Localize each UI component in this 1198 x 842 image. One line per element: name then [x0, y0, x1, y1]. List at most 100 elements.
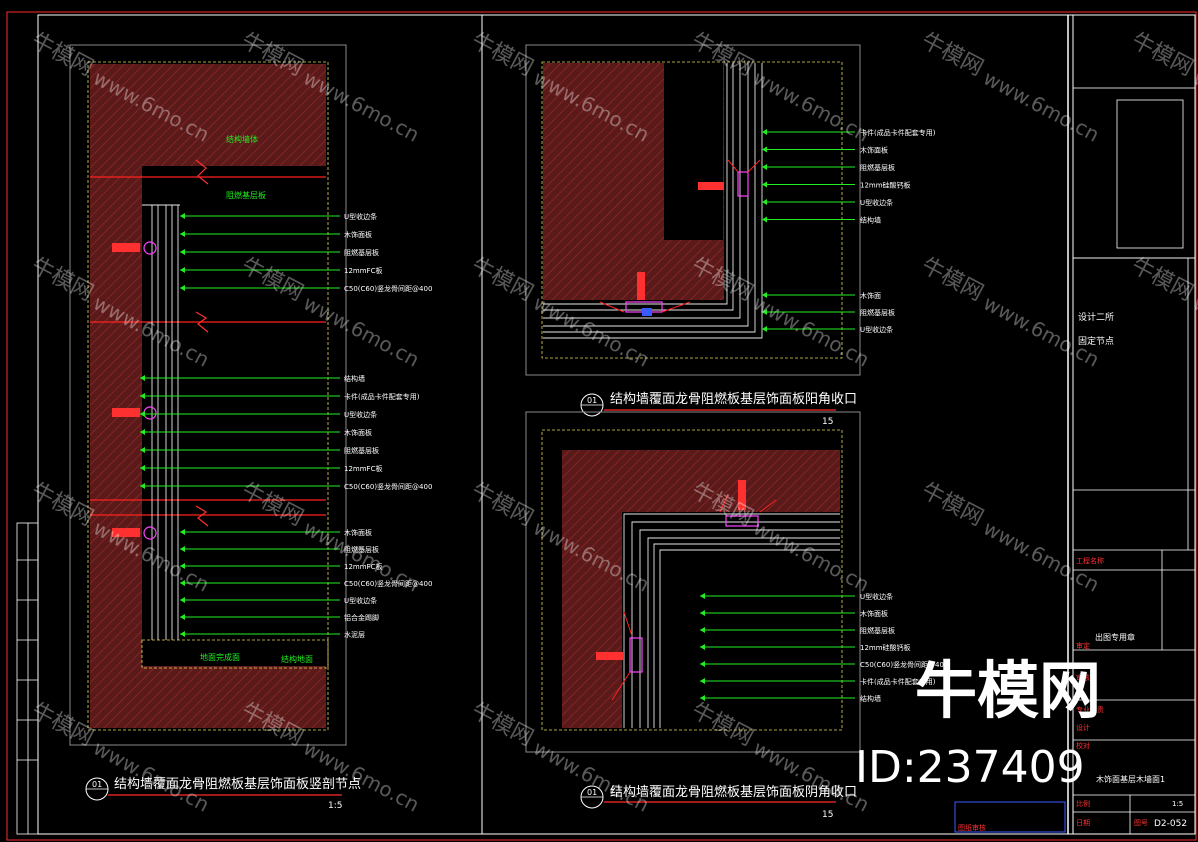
left-g3-leader-arrow: [180, 546, 185, 552]
title-block: [1072, 87, 1196, 834]
left-cut-lines: [90, 176, 326, 516]
br-leader-arrow: [700, 644, 705, 650]
left-detail-title-text: 结构墙覆面龙骨阻燃板基层饰面板竖剖节点: [114, 776, 361, 792]
drawing-type: 固定节点: [1078, 335, 1114, 347]
left-g2-leader-label: 卡件(成品卡件配套专用): [344, 392, 420, 401]
tr-red-ticks: [599, 159, 761, 313]
tr-title: 01 结构墙覆面龙骨阻燃板基层饰面板阳角收口 15: [580, 391, 857, 427]
watermark-logo: 牛模网 ID:237409: [855, 654, 1101, 793]
left-g3-leader-arrow: [180, 597, 185, 603]
left-g3-leader-label: U型收边条: [344, 596, 377, 605]
sheet-border: [6, 11, 1197, 841]
watermark-url: www.6mo.cn: [749, 291, 873, 372]
tr-detail-scale: 15: [822, 417, 833, 427]
left-g2-leader-label: C50(C60)竖龙骨间距@400: [344, 482, 432, 491]
tr-layers: [543, 63, 763, 339]
br-leader-arrow: [700, 593, 705, 599]
left-g1-leader-arrow: [180, 285, 185, 291]
left-g3-leader-label: 铝合金踢脚: [344, 613, 379, 622]
left-g3-leader-label: 木饰面板: [344, 528, 372, 537]
left-g3-leader-label: C50(C60)竖龙骨间距@400: [344, 579, 432, 588]
tr-u-leader-arrow: [762, 129, 767, 135]
br-leader-label: 卡件(成品卡件配套专用): [860, 677, 936, 686]
left-g2-leader-arrow: [140, 393, 145, 399]
revision-table: [16, 522, 39, 835]
tr-u-leader-label: 阻燃基层板: [860, 163, 895, 172]
watermark-url: www.6mo.cn: [979, 66, 1103, 147]
left-g3-leader-label: 12mmFC板: [344, 562, 382, 571]
left-g3-leader-arrow: [180, 580, 185, 586]
tr-l-leader-arrow: [762, 292, 767, 298]
br-dash: [541, 429, 843, 731]
left-wall-top: [90, 64, 326, 126]
watermark-cn: 牛模网: [1127, 28, 1197, 81]
left-detail-frame: [69, 44, 347, 746]
watermark-cn: 牛模网: [917, 253, 987, 306]
left-g1-leader-label: U型收边条: [344, 212, 377, 221]
watermark-cn: 牛模网: [467, 478, 537, 531]
watermark-url: www.6mo.cn: [749, 66, 873, 147]
tb-row-approve: 审定: [1076, 641, 1090, 650]
top-right-detail: 卡件(成品卡件配套专用)木饰面板阻燃基层板12mm硅酸钙板U型收边条结构墙木饰面…: [525, 44, 936, 427]
br-frame: [525, 411, 861, 753]
left-g3-leader-label: 水泥层: [344, 630, 365, 639]
watermark-url: www.6mo.cn: [979, 291, 1103, 372]
left-floor-dash: [141, 639, 329, 669]
left-g2-leader-arrow: [140, 447, 145, 453]
left-g2-leader-label: U型收边条: [344, 410, 377, 419]
left-wall-column: [90, 126, 142, 666]
tr-leader-labels: 卡件(成品卡件配套专用)木饰面板阻燃基层板12mm硅酸钙板U型收边条结构墙木饰面…: [762, 128, 936, 334]
left-detail-scale: 1:5: [328, 801, 342, 811]
left-g3-leader-arrow: [180, 563, 185, 569]
tr-l-leader-label: U型收边条: [860, 325, 893, 334]
left-top-label-1: 结构墙体: [226, 134, 258, 144]
tr-u-leader-arrow: [762, 181, 767, 188]
left-g2-leader-label: 阻燃基层板: [344, 446, 379, 455]
watermark-cn: 牛模网: [917, 28, 987, 81]
br-leader-label: 12mm硅酸钙板: [860, 643, 911, 652]
tr-u-leader-label: U型收边条: [860, 198, 893, 207]
watermark-logo-text: 牛模网: [915, 654, 1101, 727]
left-g2-leader-label: 木饰面板: [344, 428, 372, 437]
left-detail-number: 01: [92, 780, 102, 789]
tr-l-leader-label: 木饰面: [860, 291, 881, 300]
watermark-cn: 牛模网: [687, 698, 757, 751]
stamp-box: [954, 801, 1066, 833]
br-leader-label: C50(C60)竖龙骨间距@400: [860, 660, 948, 669]
left-top-label-2: 阻燃基层板: [226, 190, 266, 200]
br-leader-label: U型收边条: [860, 592, 893, 601]
tb-row-review: 审核: [1076, 673, 1090, 682]
left-detail-title: 01 结构墙覆面龙骨阻燃板基层饰面板竖剖节点 1:5: [85, 776, 361, 811]
checker-label: 图纸审核: [958, 823, 986, 832]
tb-row-check: 校对: [1076, 741, 1090, 750]
drawing-frame: [37, 14, 1196, 835]
tr-detail-number: 01: [587, 396, 597, 405]
tr-dash: [541, 61, 843, 359]
tr-u-leader-label: 结构墙: [860, 216, 881, 225]
tr-l-leader-arrow: [762, 309, 767, 315]
watermark-url: www.6mo.cn: [1189, 66, 1198, 147]
tr-l-leader-arrow: [762, 326, 767, 332]
left-g2-leader-label: 12mmFC板: [344, 464, 382, 473]
br-leader-label: 结构墙: [860, 694, 881, 703]
br-leader-labels: U型收边条木饰面板阻燃基层板12mm硅酸钙板C50(C60)竖龙骨间距@400卡…: [700, 592, 948, 703]
watermark-url: www.6mo.cn: [749, 516, 873, 597]
br-leader-label: 木饰面板: [860, 609, 888, 618]
left-g2-leader-arrow: [140, 429, 145, 435]
left-detail: 结构墙体 阻燃基层板 地面完成面 结构地面 U型收边条木饰面板阻燃基层板12mm…: [69, 44, 432, 811]
left-panel-layers: [142, 204, 180, 640]
left-g3-leader-label: 阻燃基层板: [344, 545, 379, 554]
br-leader-arrow: [700, 610, 705, 616]
watermark-cn: 牛模网: [467, 253, 537, 306]
tr-l-leader-label: 阻燃基层板: [860, 308, 895, 317]
left-wall-bottom: [90, 666, 326, 728]
tb-row-lead: 专业负责: [1076, 705, 1104, 714]
tr-u-leader-arrow: [762, 164, 767, 170]
tb-row-project: 工程名称: [1076, 556, 1104, 565]
br-wall-left: [562, 450, 622, 728]
